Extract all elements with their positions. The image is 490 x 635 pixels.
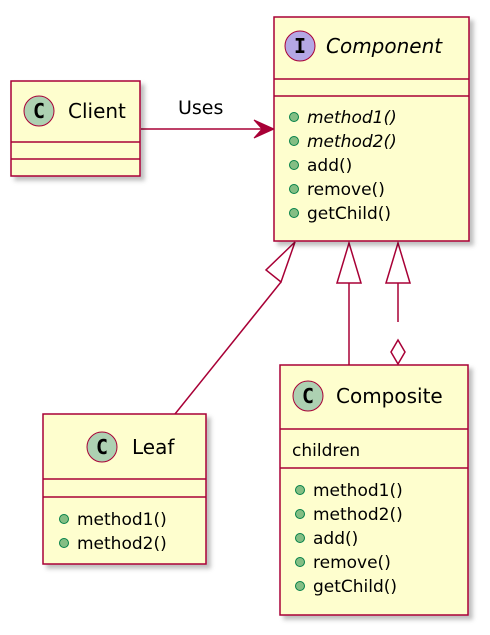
public-method-icon xyxy=(59,514,69,524)
interface-badge-letter: I xyxy=(294,34,306,58)
public-method-icon xyxy=(295,533,305,543)
public-method-icon xyxy=(295,557,305,567)
leaf-class: C Leaf method1() method2() xyxy=(42,413,207,565)
composite-class: C Composite children method1() method2() a… xyxy=(279,364,469,616)
component-method: add() xyxy=(307,156,352,176)
leaf-badge-letter: C xyxy=(96,435,108,459)
public-method-icon xyxy=(289,160,299,170)
client-name: Client xyxy=(68,99,126,123)
client-badge-letter: C xyxy=(33,99,45,123)
composite-method-list: method1() method2() add() remove() getChild(… xyxy=(295,481,403,597)
component-method-list: method1() method2() add() remove() getChild(… xyxy=(289,108,397,224)
composite-method: method1() xyxy=(313,481,403,501)
component-method: method2() xyxy=(307,132,397,152)
leaf-generalization xyxy=(174,241,296,415)
class-badge-icon xyxy=(292,380,324,412)
class-badge-icon xyxy=(23,95,55,127)
public-method-icon xyxy=(295,509,305,519)
public-method-icon xyxy=(289,136,299,146)
composite-aggregation xyxy=(384,240,412,366)
component-method: method1() xyxy=(307,108,397,128)
leaf-method: method1() xyxy=(77,510,167,530)
leaf-method-list: method1() method2() xyxy=(59,510,167,554)
public-method-icon xyxy=(289,184,299,194)
public-method-icon xyxy=(289,112,299,122)
component-name: Component xyxy=(326,34,443,58)
interface-badge-icon xyxy=(284,30,316,62)
composite-method: add() xyxy=(313,529,358,549)
composite-method: method2() xyxy=(313,505,403,525)
component-method: remove() xyxy=(307,180,385,200)
component-interface: I Component method1() method2() add() remov… xyxy=(273,16,470,242)
aggregation-inheritance-triangle xyxy=(384,240,412,284)
public-method-icon xyxy=(295,485,305,495)
public-method-icon xyxy=(59,538,69,548)
composite-badge-letter: C xyxy=(302,384,314,408)
composite-method: getChild() xyxy=(313,577,397,597)
composite-generalization xyxy=(335,240,363,365)
leaf-inheritance-triangle xyxy=(264,241,296,284)
aggregation-diamond xyxy=(390,338,406,366)
uses-arrowhead xyxy=(253,119,276,139)
composite-name: Composite xyxy=(336,384,443,408)
client-class: C Client xyxy=(10,80,141,177)
composite-field-children: children xyxy=(292,441,360,461)
leaf-method: method2() xyxy=(77,534,167,554)
leaf-name: Leaf xyxy=(132,435,175,459)
composite-inheritance-triangle xyxy=(335,240,363,284)
uses-association: Uses xyxy=(141,97,276,139)
component-method: getChild() xyxy=(307,204,391,224)
uses-label: Uses xyxy=(178,97,223,119)
composite-method: remove() xyxy=(313,553,391,573)
public-method-icon xyxy=(289,208,299,218)
class-badge-icon xyxy=(86,431,118,463)
public-method-icon xyxy=(295,581,305,591)
